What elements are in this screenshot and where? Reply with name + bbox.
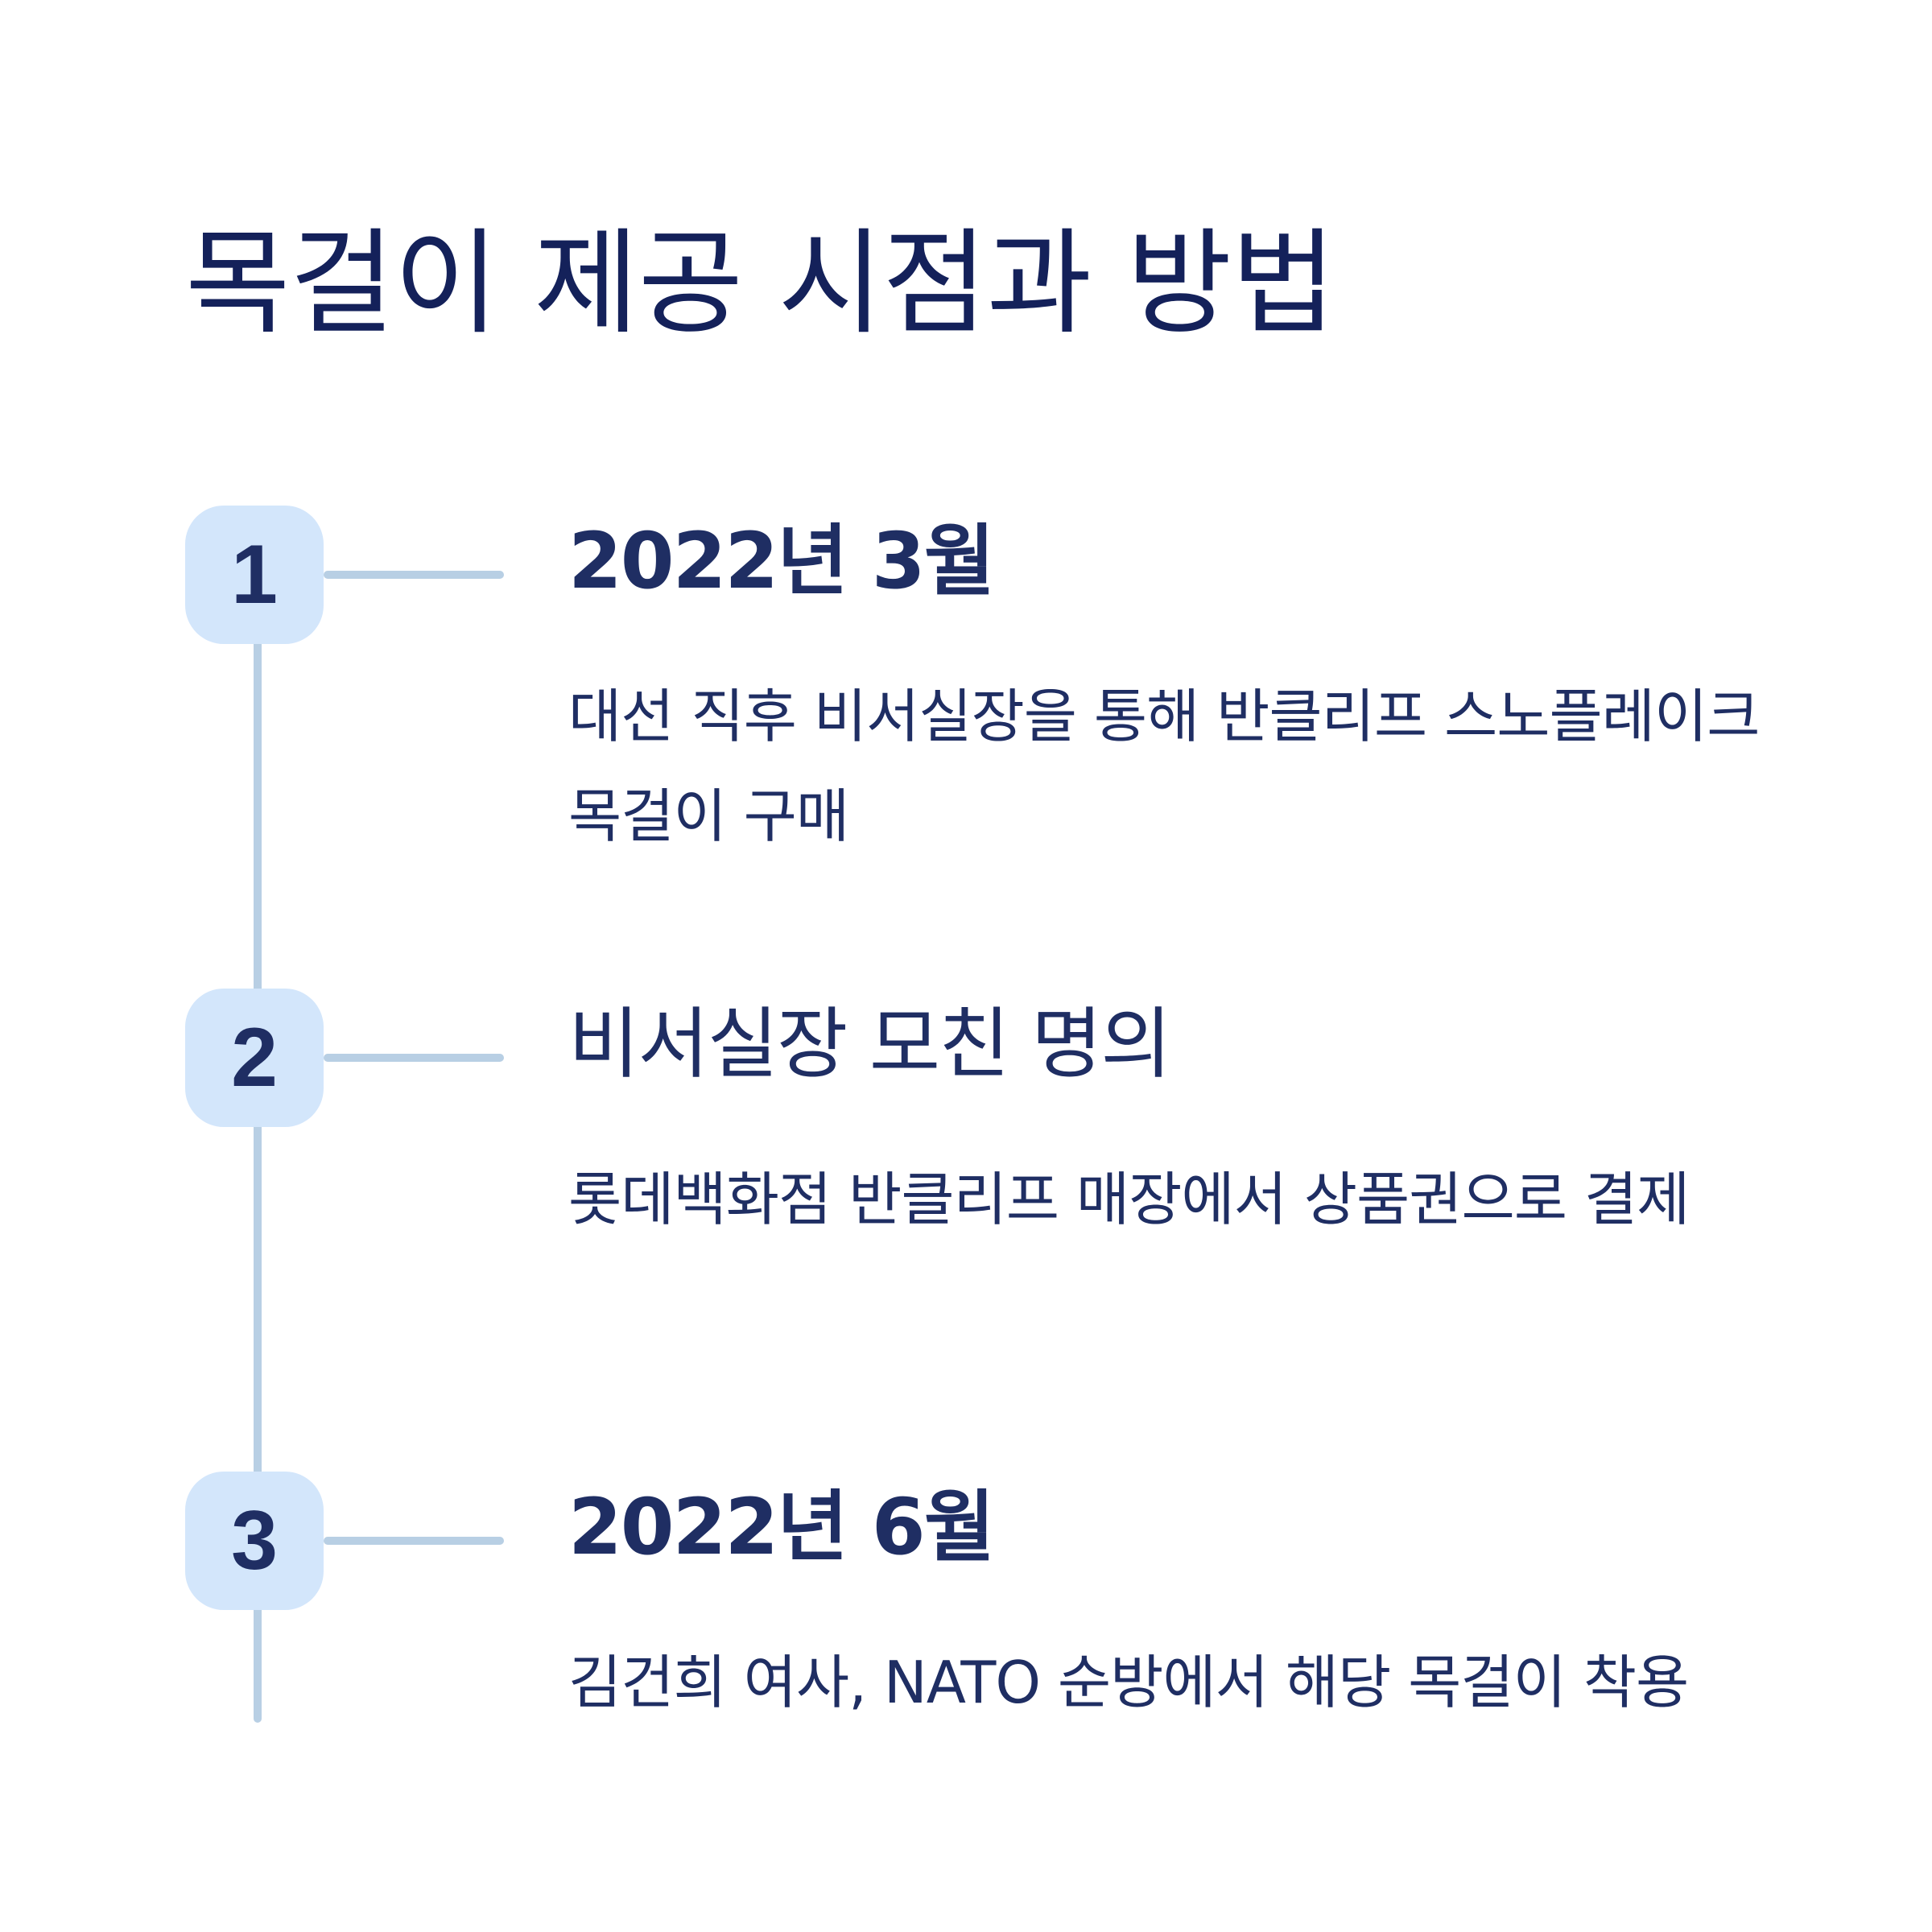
- timeline-step-2: 2 비서실장 모친 명의 롯데백화점 반클리프 매장에서 상품권으로 결제: [0, 989, 1932, 1311]
- page-title: 목걸이 제공 시점과 방법: [185, 217, 1336, 350]
- timeline-step-1: 1 2022년 3월 대선 직후 비서실장을 통해 반클리프 스노플레이크 목걸…: [0, 506, 1932, 850]
- step-description: 대선 직후 비서실장을 통해 반클리프 스노플레이크 목걸이 구매: [568, 683, 1760, 850]
- step-connector-line: [324, 1537, 504, 1545]
- step-number-badge: 2: [185, 989, 324, 1127]
- step-connector-line: [324, 571, 504, 579]
- step-number-badge: 3: [185, 1472, 324, 1610]
- step-heading: 2022년 3월: [568, 516, 995, 606]
- step-heading: 2022년 6월: [568, 1482, 995, 1572]
- step-number-badge: 1: [185, 506, 324, 644]
- step-connector-line: [324, 1054, 504, 1062]
- step-description: 김건희 여사, NATO 순방에서 해당 목걸이 착용: [568, 1649, 1689, 1716]
- timeline-step-3: 3 2022년 6월 김건희 여사, NATO 순방에서 해당 목걸이 착용: [0, 1472, 1932, 1794]
- step-description: 롯데백화점 반클리프 매장에서 상품권으로 결제: [568, 1166, 1690, 1233]
- timeline-vertical-line: [254, 572, 262, 1723]
- step-heading: 비서실장 모친 명의: [568, 999, 1172, 1089]
